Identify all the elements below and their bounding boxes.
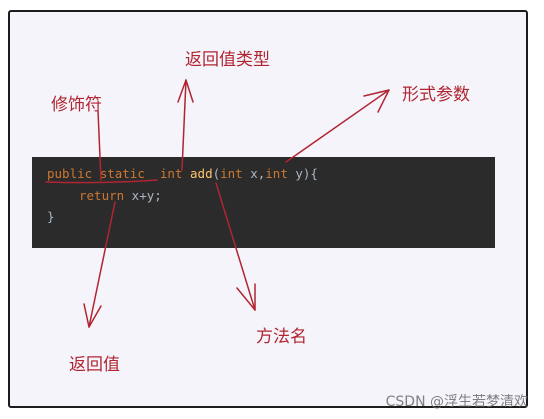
modifier-static: static [99, 166, 145, 181]
closing-brace: } [47, 209, 55, 224]
return-type-arrow-head [177, 79, 194, 103]
label-return-value: 返回值 [69, 355, 120, 375]
return-value-arrow-head [83, 303, 102, 328]
label-method-name: 方法名 [256, 327, 307, 347]
code-line-close: } [47, 209, 55, 225]
param2-name: y){ [287, 166, 318, 181]
method-name: add [190, 166, 213, 181]
param1-name: x, [242, 166, 266, 181]
label-return-type: 返回值类型 [185, 50, 270, 70]
code-line-return: return x+y; [79, 188, 162, 204]
return-type: int [159, 166, 183, 181]
code-line-signature: public static int add(int x,int y){ [47, 166, 318, 182]
param1-type: int [220, 166, 243, 181]
params-open: ( [212, 166, 221, 181]
param2-type: int [265, 166, 288, 181]
parameters-arrow-head [363, 89, 390, 113]
return-value-arrow-line [88, 201, 116, 328]
parameters-arrow-line [285, 89, 390, 163]
watermark: CSDN @浮生若梦清欢 [385, 394, 528, 410]
method-name-arrow-head [236, 283, 256, 311]
modifier-arrow-line [97, 110, 102, 181]
return-expression: x+y; [124, 188, 162, 203]
method-name-arrow-line [215, 182, 256, 311]
modifier-public: public [47, 166, 93, 181]
modifier-underline [45, 179, 158, 184]
label-modifier: 修饰符 [51, 95, 102, 115]
label-parameters: 形式参数 [402, 85, 470, 105]
return-type-arrow-line [181, 79, 187, 171]
return-keyword: return [79, 188, 125, 203]
